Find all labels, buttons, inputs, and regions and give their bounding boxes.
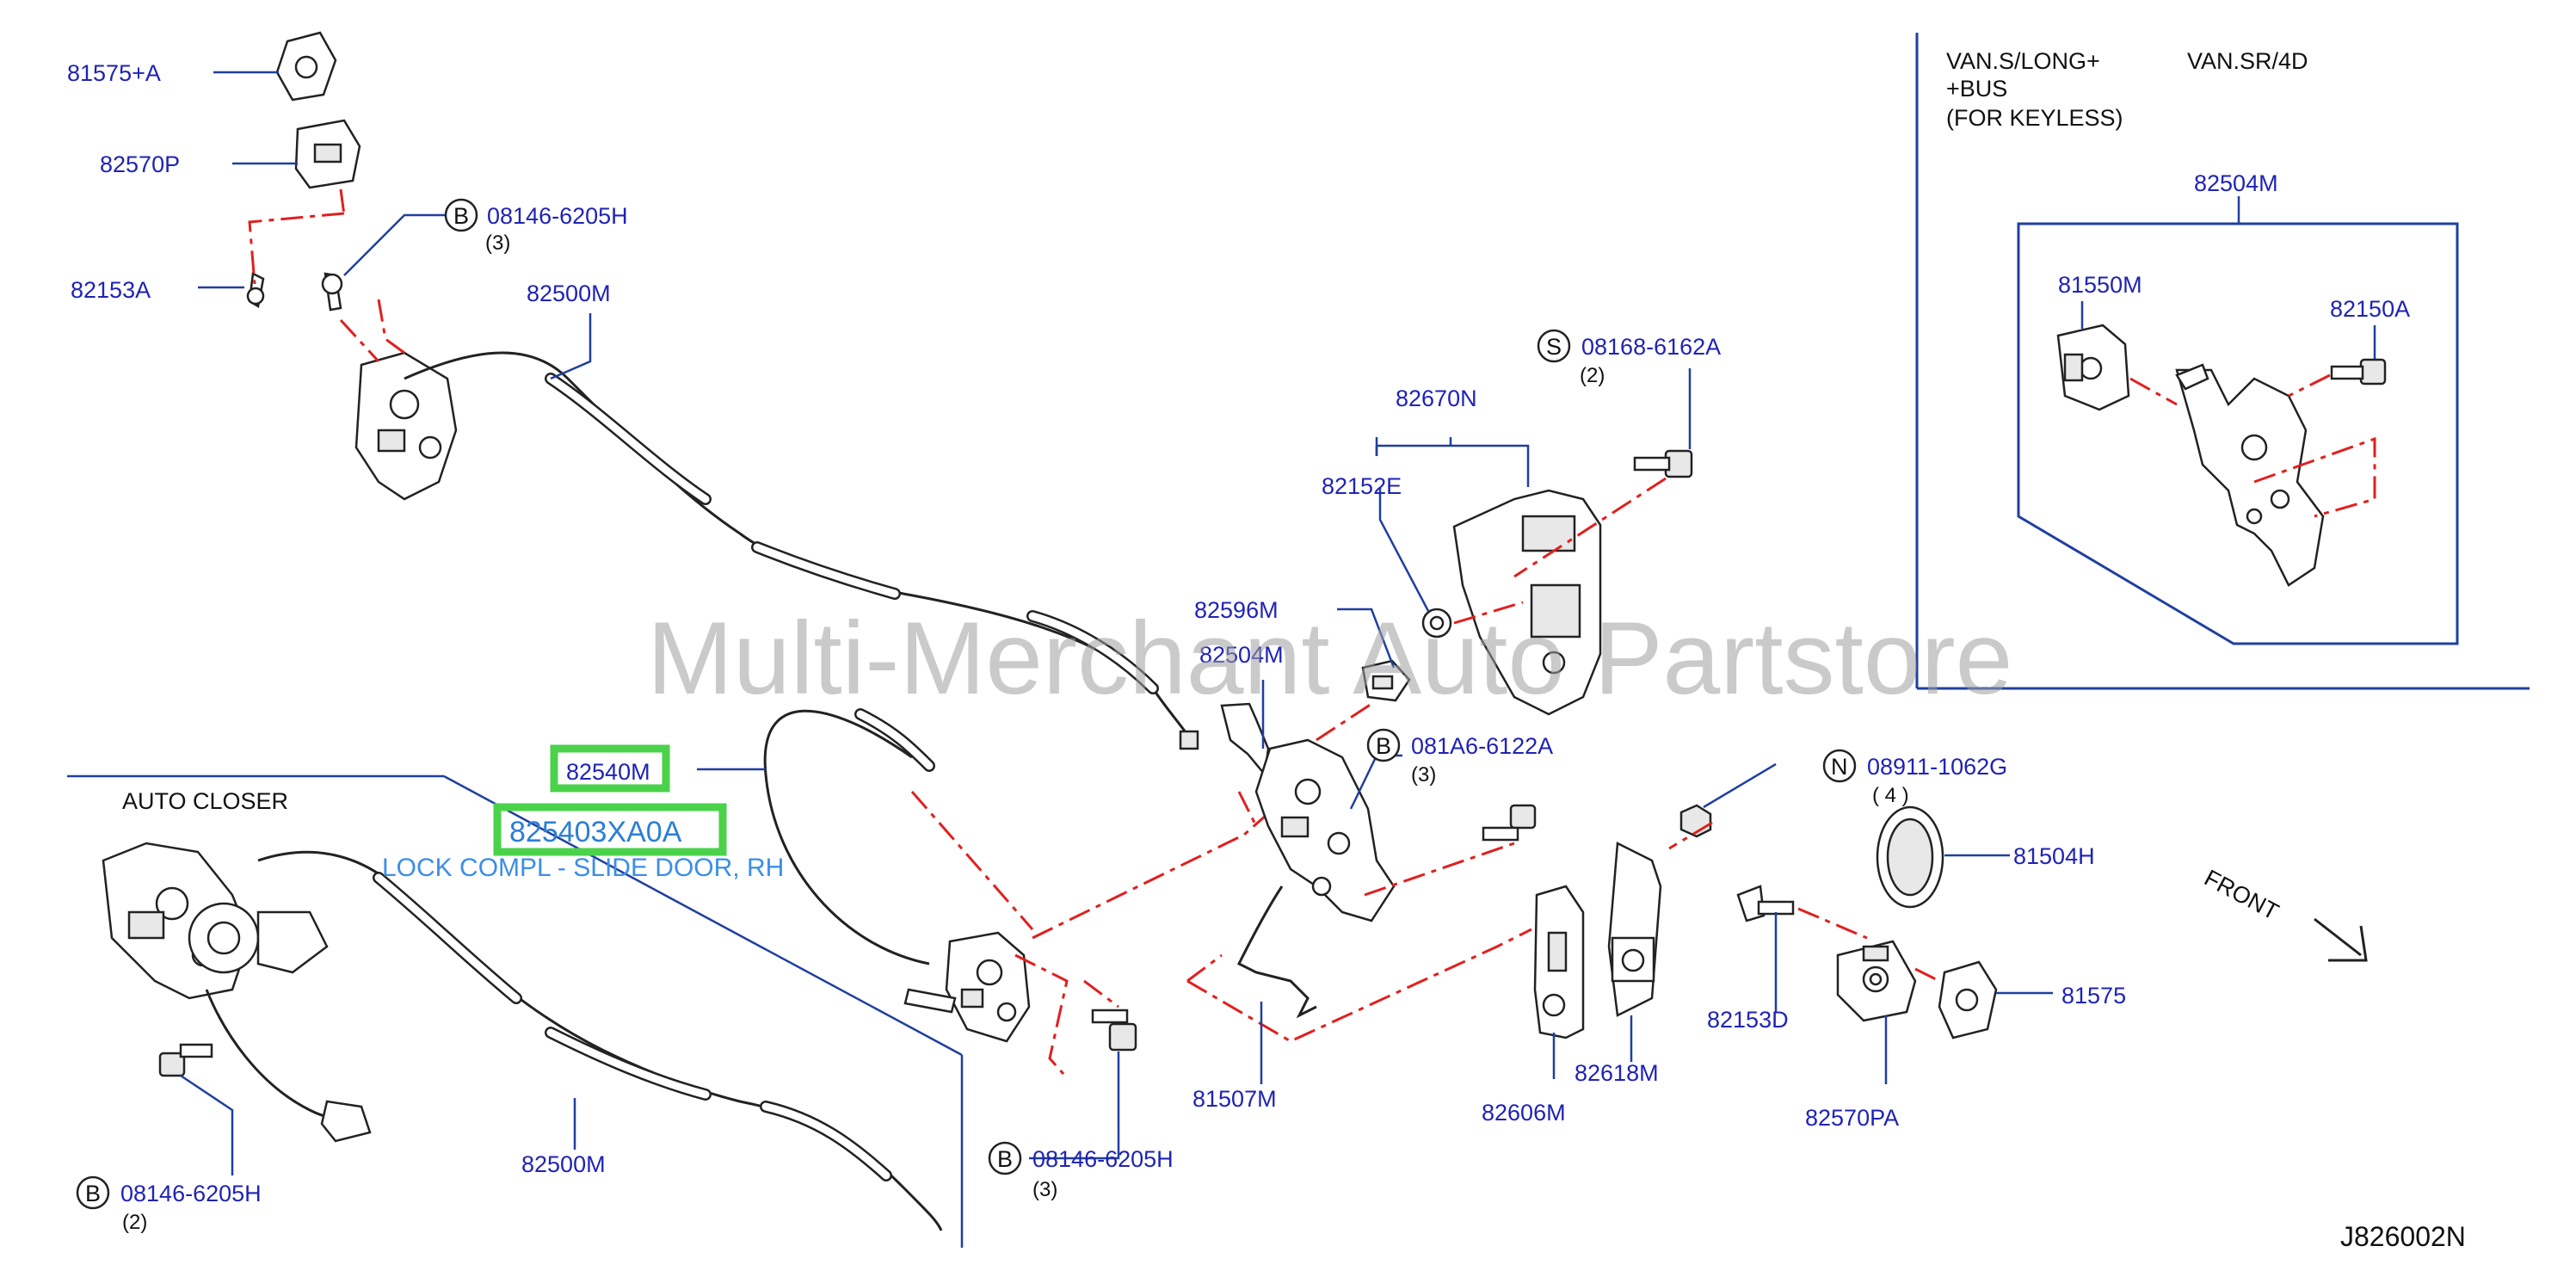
screw-08168 bbox=[1633, 449, 1693, 478]
highlight-box-part-number bbox=[493, 803, 727, 856]
qty-bolt-bottom-right: (3) bbox=[1032, 1178, 1057, 1201]
bolt-closer bbox=[158, 1043, 213, 1077]
auto-closer-heading: AUTO CLOSER bbox=[122, 788, 288, 814]
leader-lines bbox=[180, 71, 2053, 1175]
closer-motor bbox=[188, 902, 329, 974]
highlight-description: LOCK COMPL - SLIDE DOOR, RH bbox=[382, 854, 784, 882]
cover-81504h bbox=[1876, 805, 1944, 909]
gasket-81575 bbox=[1938, 960, 1998, 1039]
inset-variant-1: VAN.S/LONG+ bbox=[1946, 48, 2100, 74]
label-bolt-08146-top[interactable]: 08146-6205H bbox=[487, 203, 628, 229]
label-82153d[interactable]: 82153D bbox=[1707, 1007, 1789, 1033]
bolt-081a6 bbox=[1482, 804, 1537, 842]
inset-keyless: (FOR KEYLESS) bbox=[1946, 105, 2123, 131]
bracket-82670n bbox=[1421, 449, 1693, 716]
label-82500m-top[interactable]: 82500M bbox=[527, 281, 611, 306]
qty-screw-s: (2) bbox=[1580, 364, 1605, 387]
badge-b-mid bbox=[1366, 728, 1401, 762]
latch-top-left bbox=[246, 31, 458, 501]
label-82150a[interactable]: 82150A bbox=[2330, 296, 2410, 322]
svg-text:S: S bbox=[1546, 334, 1562, 360]
badge-n bbox=[1822, 749, 1857, 783]
label-82500m-bottom[interactable]: 82500M bbox=[521, 1151, 606, 1177]
striker-group bbox=[1482, 804, 1998, 1039]
inset-actuator-part bbox=[2056, 324, 2130, 411]
label-82504m-inset[interactable]: 82504M bbox=[2194, 170, 2278, 196]
inset-variant-1b: +BUS bbox=[1946, 76, 2007, 102]
badge-b-bottom-right bbox=[988, 1141, 1022, 1175]
label-82570p[interactable]: 82570P bbox=[100, 151, 180, 177]
qty-nut-n: ( 4 ) bbox=[1872, 784, 1909, 807]
label-81575a[interactable]: 81575+A bbox=[67, 60, 161, 86]
bolt-08146-bottom bbox=[1091, 1009, 1137, 1052]
rod-81507m bbox=[1186, 885, 1532, 1043]
badge-s bbox=[1537, 329, 1571, 363]
svg-text:B: B bbox=[453, 203, 469, 229]
label-81507m[interactable]: 81507M bbox=[1192, 1086, 1277, 1112]
highlight-group: 82540M 825403XA0A LOCK COMPL - SLIDE DOO… bbox=[382, 744, 784, 882]
label-81550m[interactable]: 81550M bbox=[2058, 272, 2142, 298]
qty-bolt-top: (3) bbox=[485, 231, 510, 255]
screw-82153d bbox=[1736, 885, 1795, 922]
mechanism-82504m bbox=[1220, 659, 1515, 922]
auto-closer bbox=[67, 774, 964, 1248]
cable-82500m-top bbox=[404, 351, 1199, 750]
label-82570pa[interactable]: 82570PA bbox=[1805, 1105, 1899, 1131]
striker-82570pa bbox=[1836, 940, 1917, 1022]
inset-variant-2: VAN.SR/4D bbox=[2187, 48, 2308, 74]
label-nut-08911[interactable]: 08911-1062G bbox=[1867, 754, 2007, 780]
svg-text:N: N bbox=[1831, 754, 1848, 780]
label-bolt-08146-bottom-right[interactable]: 08146-6205H bbox=[1032, 1146, 1174, 1172]
label-82153a[interactable]: 82153A bbox=[71, 277, 151, 303]
part-labels: 81575+A 82570P 82153A B 08146-6205H (3) … bbox=[67, 60, 2126, 1234]
label-82540m[interactable]: 82540M bbox=[566, 759, 650, 785]
inset-bolt bbox=[2330, 358, 2387, 386]
badge-b-bottom-left bbox=[76, 1175, 110, 1210]
label-bolt-081a6[interactable]: 081A6-6122A bbox=[1411, 733, 1553, 759]
plate-82618m bbox=[1607, 842, 1662, 1017]
svg-text:B: B bbox=[1376, 733, 1391, 759]
watermark: Multi-Merchant Auto Partstore bbox=[647, 601, 2012, 716]
label-screw-08168[interactable]: 08168-6162A bbox=[1581, 334, 1721, 360]
label-82152e[interactable]: 82152E bbox=[1322, 473, 1402, 499]
label-81575[interactable]: 81575 bbox=[2061, 983, 2126, 1009]
label-82618m[interactable]: 82618M bbox=[1575, 1060, 1659, 1086]
bracket-82606m bbox=[1533, 885, 1585, 1039]
label-82606m[interactable]: 82606M bbox=[1482, 1100, 1566, 1126]
front-indicator: FRONT bbox=[2200, 865, 2368, 962]
front-label: FRONT bbox=[2200, 865, 2283, 925]
label-82504m-mid[interactable]: 82504M bbox=[1199, 642, 1284, 668]
svg-text:B: B bbox=[85, 1181, 101, 1206]
qty-bolt-mid: (3) bbox=[1411, 763, 1436, 787]
diagram-code: J826002N bbox=[2340, 1221, 2466, 1252]
highlight-part-number[interactable]: 825403XA0A bbox=[509, 816, 682, 848]
label-82596m[interactable]: 82596M bbox=[1194, 597, 1279, 623]
inset-panel: VAN.S/LONG+ +BUS VAN.SR/4D (FOR KEYLESS)… bbox=[1915, 33, 2530, 690]
label-81504h[interactable]: 81504H bbox=[2013, 843, 2095, 869]
svg-text:B: B bbox=[997, 1146, 1013, 1172]
front-arrow-icon bbox=[2314, 917, 2368, 962]
lock-82540m bbox=[763, 708, 1274, 1075]
label-bolt-08146-bottom-left[interactable]: 08146-6205H bbox=[120, 1181, 262, 1206]
highlight-box-82540m bbox=[550, 744, 670, 793]
badge-b-top bbox=[444, 198, 478, 232]
label-82670n[interactable]: 82670N bbox=[1396, 386, 1477, 411]
inset-lock-part bbox=[2175, 363, 2325, 587]
qty-bolt-bottom-left: (2) bbox=[122, 1211, 147, 1234]
